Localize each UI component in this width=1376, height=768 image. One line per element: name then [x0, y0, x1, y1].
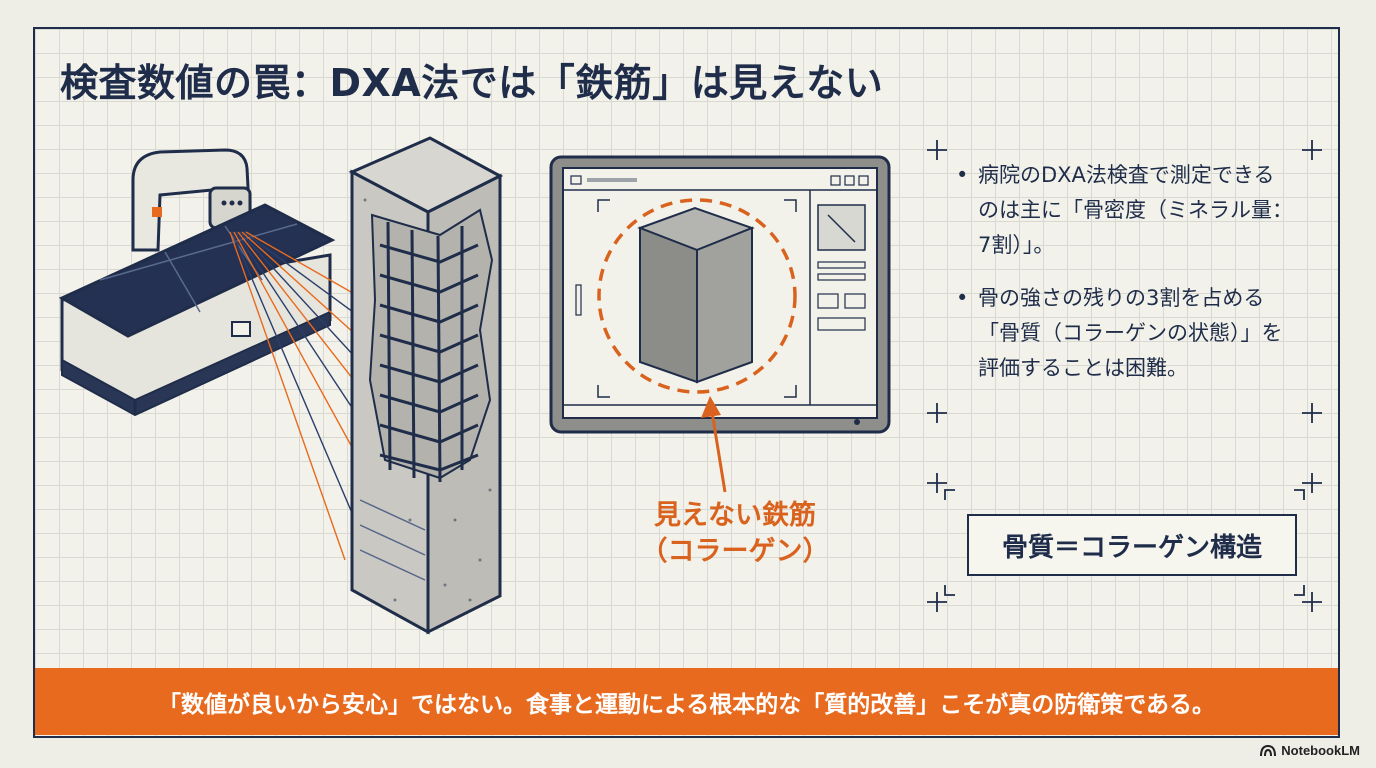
bullet-line: 病院のDXA法検査で測定できる — [978, 163, 1275, 187]
bullet-line: のは主に「骨密度（ミネラル量： — [978, 198, 1293, 222]
callout-line: 見えない鉄筋 — [654, 500, 816, 531]
notebooklm-logo-icon — [1260, 744, 1277, 756]
dashed-circle-highlight — [597, 198, 797, 394]
bullet-item: 骨の強さの残りの3割を占める 「骨質（コラーゲンの状態）」を 評価することは困難… — [954, 281, 1324, 386]
invisible-rebar-callout: 見えない鉄筋 （コラーゲン） — [640, 498, 830, 570]
brand-name: NotebookLM — [1281, 743, 1360, 758]
conclusion-banner: 「数値が良いから安心」ではない。食事と運動による根本的な「質的改善」こそが真の防… — [35, 668, 1338, 735]
equation-box: 骨質＝コラーゲン構造 — [967, 514, 1297, 576]
bullet-item: 病院のDXA法検査で測定できる のは主に「骨密度（ミネラル量： 7割）」。 — [954, 158, 1324, 263]
bullet-line: 7割）」。 — [978, 233, 1055, 257]
dxa-scanner-illustration — [58, 148, 401, 561]
rebar-concrete-pillar-illustration — [348, 136, 504, 635]
banner-text: 「数値が良いから安心」ではない。食事と運動による根本的な「質的改善」こそが真の防… — [157, 691, 1216, 718]
monitor-illustration — [549, 155, 891, 434]
callout-line: （コラーゲン） — [640, 536, 830, 567]
bullet-line: 評価することは困難。 — [978, 356, 1188, 380]
bullet-line: 骨の強さの残りの3割を占める — [978, 286, 1265, 310]
bullet-list: 病院のDXA法検査で測定できる のは主に「骨密度（ミネラル量： 7割）」。 骨の… — [954, 158, 1324, 404]
bullet-line: 「骨質（コラーゲンの状態）」を — [978, 321, 1283, 345]
upward-arrow-icon — [701, 396, 727, 493]
slide-title: 検査数値の罠：DXA法では「鉄筋」は見えない — [60, 61, 884, 105]
notebooklm-brand: NotebookLM — [1260, 743, 1360, 758]
crosshair-mark-icon — [927, 140, 1322, 612]
